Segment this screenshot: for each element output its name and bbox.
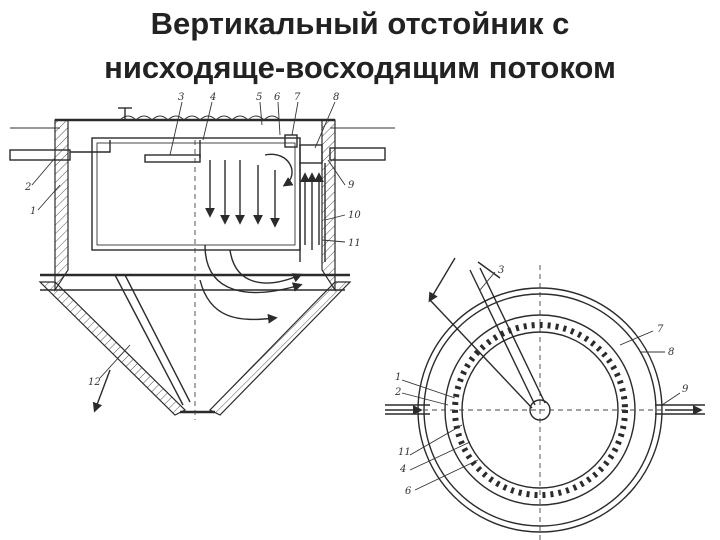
sludge-outlet-arrow xyxy=(92,369,111,413)
plan-label-1: 1 xyxy=(395,372,401,383)
plan-label-3: 3 xyxy=(498,265,504,276)
downflow-arrows xyxy=(205,160,280,228)
plan-label-4: 4 xyxy=(399,464,406,475)
section-label-12: 12 xyxy=(88,377,101,388)
plan-view: 1 2 3 4 6 7 8 9 11 xyxy=(385,257,705,540)
section-label-8: 8 xyxy=(333,92,339,103)
section-label-3: 3 xyxy=(178,92,184,103)
plan-pipe-diagonal-1 xyxy=(469,269,536,406)
section-label-9: 9 xyxy=(348,180,355,191)
distribution-pipe xyxy=(144,154,201,163)
plan-pipe-cap xyxy=(477,261,501,279)
plan-label-6: 6 xyxy=(405,486,412,497)
plan-label-7: 7 xyxy=(657,324,664,335)
curved-flow-arrows xyxy=(199,153,303,324)
section-label-10: 10 xyxy=(348,210,361,221)
right-wall xyxy=(321,119,336,293)
section-leaders xyxy=(31,101,346,379)
plan-pipe-arrow xyxy=(428,257,456,303)
section-view: 1 2 3 4 5 6 7 8 9 10 11 12 xyxy=(9,92,395,420)
plan-label-2: 2 xyxy=(394,387,401,398)
plan-leaders xyxy=(401,271,681,491)
plan-label-11: 11 xyxy=(398,447,411,458)
plan-label-9: 9 xyxy=(682,384,689,395)
slide-title: Вертикальный отстойник с нисходяще-восхо… xyxy=(0,2,720,90)
section-label-1: 1 xyxy=(30,206,36,217)
title-line-2: нисходяще-восходящим потоком xyxy=(104,50,616,85)
outlet-pipe xyxy=(329,147,386,161)
section-label-6: 6 xyxy=(274,92,281,103)
sludge-pipe-left xyxy=(114,274,184,406)
section-label-5: 5 xyxy=(256,92,262,103)
left-wall xyxy=(54,119,69,293)
sludge-pipe-right xyxy=(124,274,191,403)
title-line-1: Вертикальный отстойник с xyxy=(150,6,570,41)
inner-chamber-lining xyxy=(96,142,296,246)
collecting-trough xyxy=(299,144,323,164)
section-label-4: 4 xyxy=(209,92,216,103)
upflow-arrows xyxy=(300,172,324,250)
feed-pipe xyxy=(70,140,111,153)
section-label-11: 11 xyxy=(348,238,361,249)
weir xyxy=(284,134,298,148)
section-label-2: 2 xyxy=(24,182,31,193)
cone-right-wall xyxy=(208,281,352,416)
cone-left-wall xyxy=(38,281,187,416)
cover-plates xyxy=(119,115,281,121)
plan-label-8: 8 xyxy=(668,347,674,358)
plan-pipe-diagonal-3 xyxy=(429,299,533,409)
section-label-7: 7 xyxy=(294,92,301,103)
plan-pipe-diagonal-2 xyxy=(479,267,546,404)
inlet-pipe xyxy=(9,149,71,161)
